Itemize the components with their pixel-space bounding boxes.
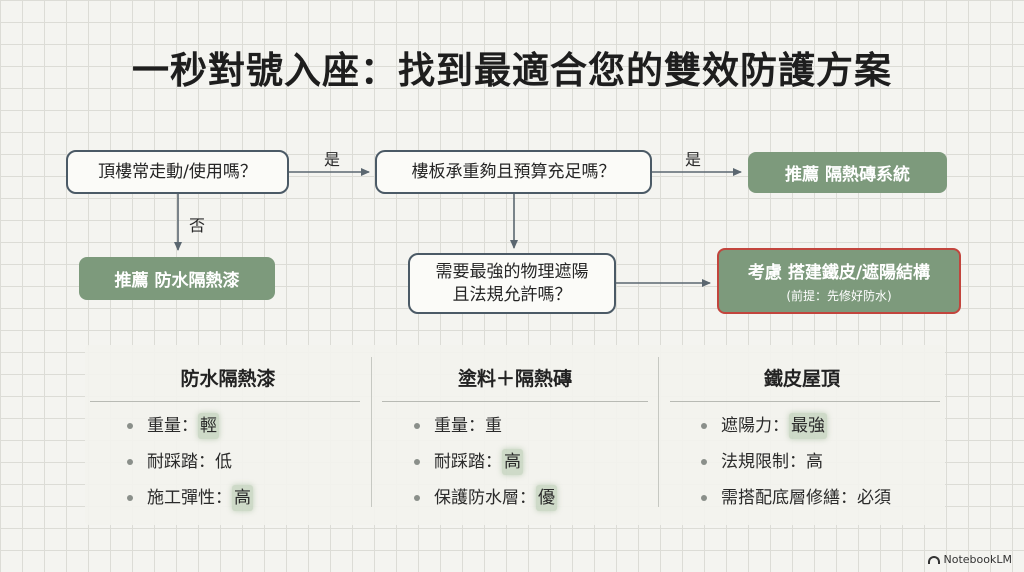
edge-label-no: 否 xyxy=(189,216,206,235)
recommend-tiles-text: 推薦 隔熱磚系統 xyxy=(785,165,910,185)
item-value: 最強 xyxy=(789,413,827,439)
recommend-paint: 推薦 防水隔熱漆 xyxy=(79,257,275,300)
question-shade-line-1: 需要最強的物理遮陽 xyxy=(435,261,589,282)
recommend-tiles: 推薦 隔熱磚系統 xyxy=(748,152,947,193)
divider xyxy=(670,401,940,402)
item-value: 高 xyxy=(502,449,523,475)
list-item: 遮陽力：最強 xyxy=(701,413,891,449)
question-shade-line-2: 且法規允許嗎？ xyxy=(452,284,572,305)
comparison-panel: 防水隔熱漆 重量：輕 耐踩踏：低 施工彈性：高 塗料＋隔熱磚 重量：重 耐踩踏：… xyxy=(85,345,945,525)
list-item: 需搭配底層修繕：必須 xyxy=(701,485,891,521)
page-title: 一秒對號入座：找到最適合您的雙效防護方案 xyxy=(132,49,892,92)
item-value: 重 xyxy=(485,416,502,436)
list-item: 重量：輕 xyxy=(127,413,253,449)
bullet-icon xyxy=(127,495,133,501)
bullet-icon xyxy=(414,459,420,465)
consider-metal-structure: 考慮 搭建鐵皮/遮陽結構 (前提：先修好防水) xyxy=(717,248,961,314)
question-load-budget: 樓板承重夠且預算充足嗎？ xyxy=(375,150,652,194)
item-label: 重量： xyxy=(147,416,198,436)
list-item: 耐踩踏：高 xyxy=(414,449,557,485)
list-item: 重量：重 xyxy=(414,413,557,449)
consider-metal-note: (前提：先修好防水) xyxy=(786,289,892,303)
item-label: 法規限制： xyxy=(721,452,806,472)
item-value: 高 xyxy=(806,452,823,472)
edge-label-yes-1: 是 xyxy=(324,150,341,169)
question-rooftop-usage-text: 頂樓常走動/使用嗎？ xyxy=(98,161,257,182)
item-value: 優 xyxy=(536,485,557,511)
item-label: 耐踩踏： xyxy=(147,452,215,472)
divider xyxy=(382,401,648,402)
edge-label-yes-2: 是 xyxy=(685,150,702,169)
brand-name: NotebookLM xyxy=(943,553,1012,566)
list-item: 保護防水層：優 xyxy=(414,485,557,521)
question-rooftop-usage: 頂樓常走動/使用嗎？ xyxy=(66,150,289,194)
item-label: 保護防水層： xyxy=(434,488,536,508)
list-item: 法規限制：高 xyxy=(701,449,891,485)
brand-watermark: NotebookLM xyxy=(927,553,1012,566)
bullet-icon xyxy=(127,423,133,429)
item-value: 低 xyxy=(215,452,232,472)
list-item: 耐踩踏：低 xyxy=(127,449,253,485)
column-metal-title: 鐵皮屋頂 xyxy=(763,368,840,390)
column-metal: 鐵皮屋頂 遮陽力：最強 法規限制：高 需搭配底層修繕：必須 xyxy=(659,345,945,525)
consider-metal-text: 考慮 搭建鐵皮/遮陽結構 xyxy=(747,263,931,283)
column-tiles-list: 重量：重 耐踩踏：高 保護防水層：優 xyxy=(414,413,557,521)
item-value: 必須 xyxy=(857,488,891,508)
bullet-icon xyxy=(701,495,707,501)
item-label: 施工彈性： xyxy=(147,488,232,508)
column-metal-list: 遮陽力：最強 法規限制：高 需搭配底層修繕：必須 xyxy=(701,413,891,521)
item-value: 輕 xyxy=(198,413,219,439)
item-label: 遮陽力： xyxy=(721,416,789,436)
bullet-icon xyxy=(127,459,133,465)
divider xyxy=(658,357,659,507)
question-shade-regulation: 需要最強的物理遮陽 且法規允許嗎？ xyxy=(408,253,616,314)
divider xyxy=(371,357,372,507)
item-label: 重量： xyxy=(434,416,485,436)
bullet-icon xyxy=(701,423,707,429)
question-load-budget-text: 樓板承重夠且預算充足嗎？ xyxy=(411,161,616,182)
list-item: 施工彈性：高 xyxy=(127,485,253,521)
bullet-icon xyxy=(701,459,707,465)
column-paint: 防水隔熱漆 重量：輕 耐踩踏：低 施工彈性：高 xyxy=(85,345,371,525)
recommend-paint-text: 推薦 防水隔熱漆 xyxy=(114,271,240,291)
bullet-icon xyxy=(414,423,420,429)
column-tiles-title: 塗料＋隔熱磚 xyxy=(457,368,572,390)
notebooklm-logo-icon xyxy=(927,555,940,564)
divider xyxy=(90,401,360,402)
bullet-icon xyxy=(414,495,420,501)
column-paint-list: 重量：輕 耐踩踏：低 施工彈性：高 xyxy=(127,413,253,521)
column-paint-title: 防水隔熱漆 xyxy=(180,368,276,390)
item-label: 需搭配底層修繕： xyxy=(721,488,857,508)
item-label: 耐踩踏： xyxy=(434,452,502,472)
item-value: 高 xyxy=(232,485,253,511)
column-tiles: 塗料＋隔熱磚 重量：重 耐踩踏：高 保護防水層：優 xyxy=(372,345,658,525)
